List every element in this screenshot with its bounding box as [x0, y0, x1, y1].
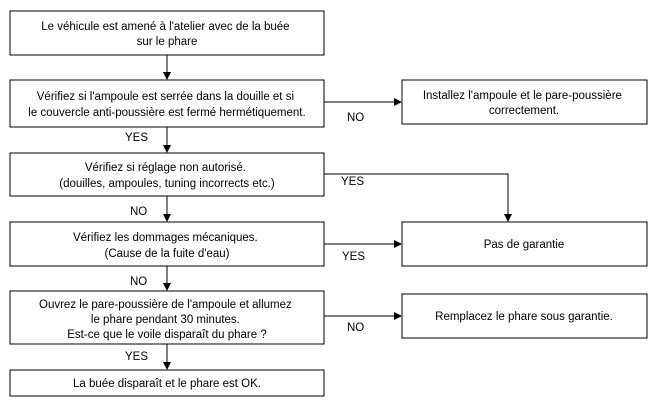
box-check-adjust-line-2: (douilles, ampoules, tuning incorrects e… — [59, 178, 275, 190]
label-no-4: NO — [347, 322, 364, 334]
arrow-check-adjust-to-no-warranty — [324, 173, 512, 222]
box-replace: Remplacez le phare sous garantie. — [401, 293, 648, 339]
label-yes-4: YES — [125, 351, 148, 363]
box-check-damage-line-1: Vérifiez les dommages mécaniques. — [73, 232, 258, 244]
box-install-bulb: Installez l'ampoule et le pare-poussière… — [401, 79, 648, 125]
label-yes-2: YES — [341, 176, 364, 188]
box-open-cover-line-3: Est-ce que le voile disparaît du phare ? — [67, 329, 266, 341]
svg-text:Ouvrez le pare-poussière de l': Ouvrez le pare-poussière de l'ampoule et… — [39, 299, 295, 341]
box-check-damage-line-2: (Cause de la fuite d'eau) — [105, 248, 230, 260]
label-yes-3: YES — [342, 251, 365, 263]
svg-text:Installez l'ampoule et le pare: Installez l'ampoule et le pare-poussière… — [423, 90, 625, 117]
svg-text:Remplacez le phare sous garant: Remplacez le phare sous garantie. — [435, 311, 613, 323]
box-check-adjust: Vérifiez si réglage non autorisé. (douil… — [9, 152, 325, 197]
svg-text:Pas de garantie: Pas de garantie — [484, 239, 565, 251]
box-open-cover: Ouvrez le pare-poussière de l'ampoule et… — [9, 290, 325, 345]
label-no-3: NO — [130, 276, 147, 288]
box-install-bulb-line-1: Installez l'ampoule et le pare-poussière — [423, 90, 622, 102]
svg-text:Vérifiez les dommages mécaniqu: Vérifiez les dommages mécaniques. (Cause… — [73, 232, 261, 260]
box-start-line-2: sur le phare — [137, 36, 198, 48]
box-start: Le véhicule est amené à l'atelier avec d… — [9, 10, 325, 56]
box-open-cover-line-2: le phare pendant 30 minutes. — [91, 314, 240, 326]
label-no-2: NO — [130, 206, 147, 218]
box-check-damage: Vérifiez les dommages mécaniques. (Cause… — [9, 221, 325, 267]
box-no-warranty-line-1: Pas de garantie — [484, 239, 565, 251]
box-check-bulb-line-2: le couvercle anti-poussière est fermé he… — [28, 107, 305, 119]
svg-text:Vérifiez si l'ampoule est serr: Vérifiez si l'ampoule est serrée dans la… — [28, 91, 305, 119]
box-end-line-1: La buée disparaît et le phare est OK. — [73, 378, 261, 390]
box-check-bulb-line-1: Vérifiez si l'ampoule est serrée dans la… — [37, 91, 294, 103]
svg-text:La buée disparaît et le phare: La buée disparaît et le phare est OK. — [73, 378, 261, 390]
box-start-line-1: Le véhicule est amené à l'atelier avec d… — [41, 21, 289, 33]
label-no-1: NO — [347, 112, 364, 124]
box-end: La buée disparaît et le phare est OK. — [9, 369, 325, 397]
box-check-bulb: Vérifiez si l'ampoule est serrée dans la… — [9, 79, 325, 128]
svg-text:Vérifiez si réglage non autori: Vérifiez si réglage non autorisé. (douil… — [59, 162, 275, 190]
box-replace-line-1: Remplacez le phare sous garantie. — [435, 311, 613, 323]
box-install-bulb-line-2: correctement. — [489, 105, 559, 117]
box-no-warranty: Pas de garantie — [401, 221, 648, 267]
svg-text:Le véhicule est amené à l'atel: Le véhicule est amené à l'atelier avec d… — [41, 21, 293, 48]
box-open-cover-line-1: Ouvrez le pare-poussière de l'ampoule et… — [39, 299, 292, 311]
label-yes-1: YES — [125, 132, 148, 144]
box-check-adjust-line-1: Vérifiez si réglage non autorisé. — [85, 162, 246, 174]
